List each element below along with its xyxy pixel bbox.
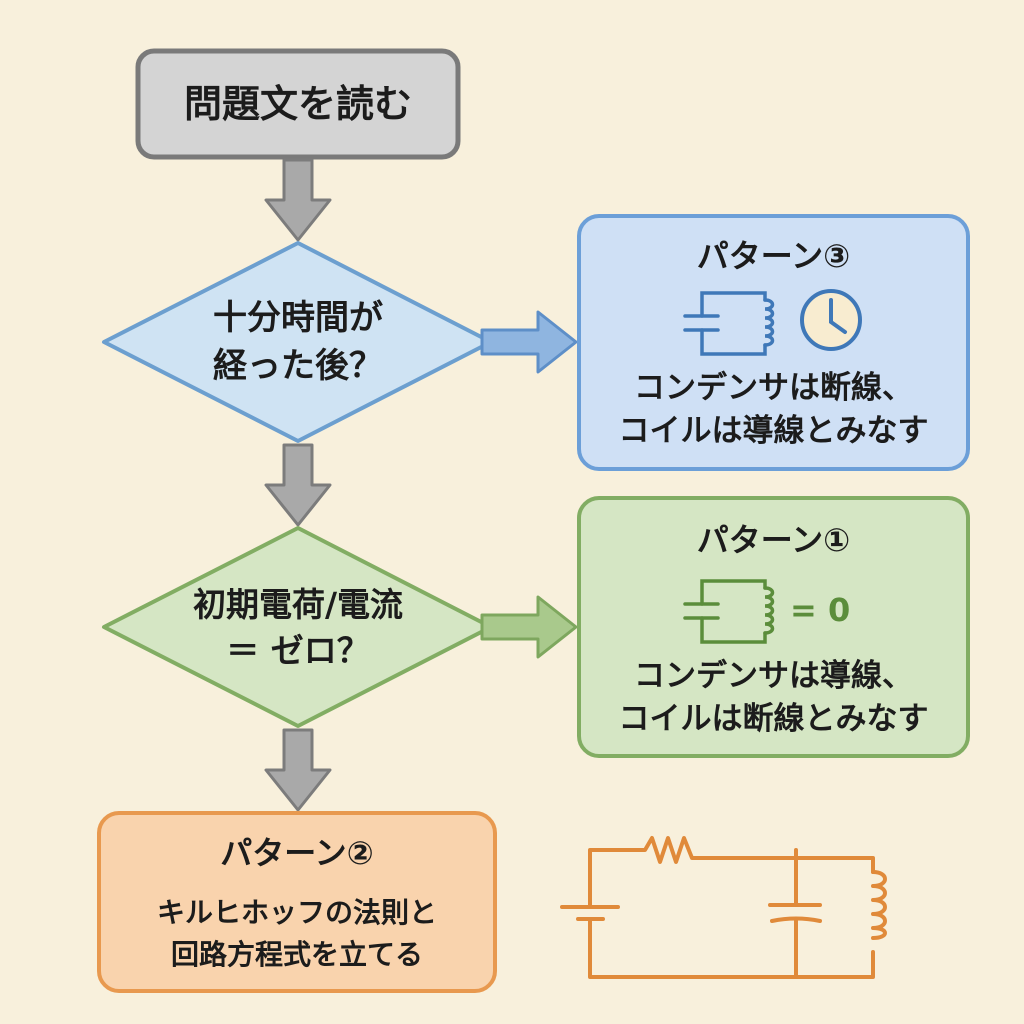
arrow-right-blue [480, 310, 578, 374]
pattern2-line1: キルヒホッフの法則と [156, 896, 437, 929]
arrow-down-2 [264, 443, 332, 527]
decision1-line2: 経った後？ [213, 346, 383, 386]
arrow-down-3 [264, 728, 332, 812]
pattern2-box [97, 811, 497, 993]
lc-circuit-icon [683, 291, 775, 356]
decision1-diamond [102, 241, 493, 443]
arrow-down-1 [264, 158, 332, 242]
pattern1-equals-zero: = 0 [790, 591, 851, 629]
pattern1-line2: コイルは断線とみなす [618, 701, 929, 737]
start-box [135, 48, 461, 160]
pattern3-title: パターン③ [696, 237, 851, 275]
decision2-diamond [102, 526, 493, 728]
start-label: 問題文を読む [183, 82, 412, 126]
decision2-line1: 初期電荷/電流 [192, 585, 404, 624]
clock-icon [800, 289, 862, 351]
pattern1-title: パターン① [696, 521, 851, 559]
pattern1-line1: コンデンサは導線、 [634, 658, 913, 694]
pattern2-title: パターン② [220, 834, 374, 872]
pattern3-line2: コイルは導線とみなす [618, 413, 929, 449]
lc-circuit-icon-green [683, 579, 775, 644]
arrow-right-green [480, 595, 578, 659]
pattern3-line1: コンデンサは断線、 [634, 370, 913, 406]
decision1-line1: 十分時間が [213, 298, 383, 338]
rlc-circuit-icon [560, 836, 887, 979]
decision2-line2: ＝ ゼロ？ [226, 631, 370, 670]
pattern2-line2: 回路方程式を立てる [170, 938, 423, 971]
